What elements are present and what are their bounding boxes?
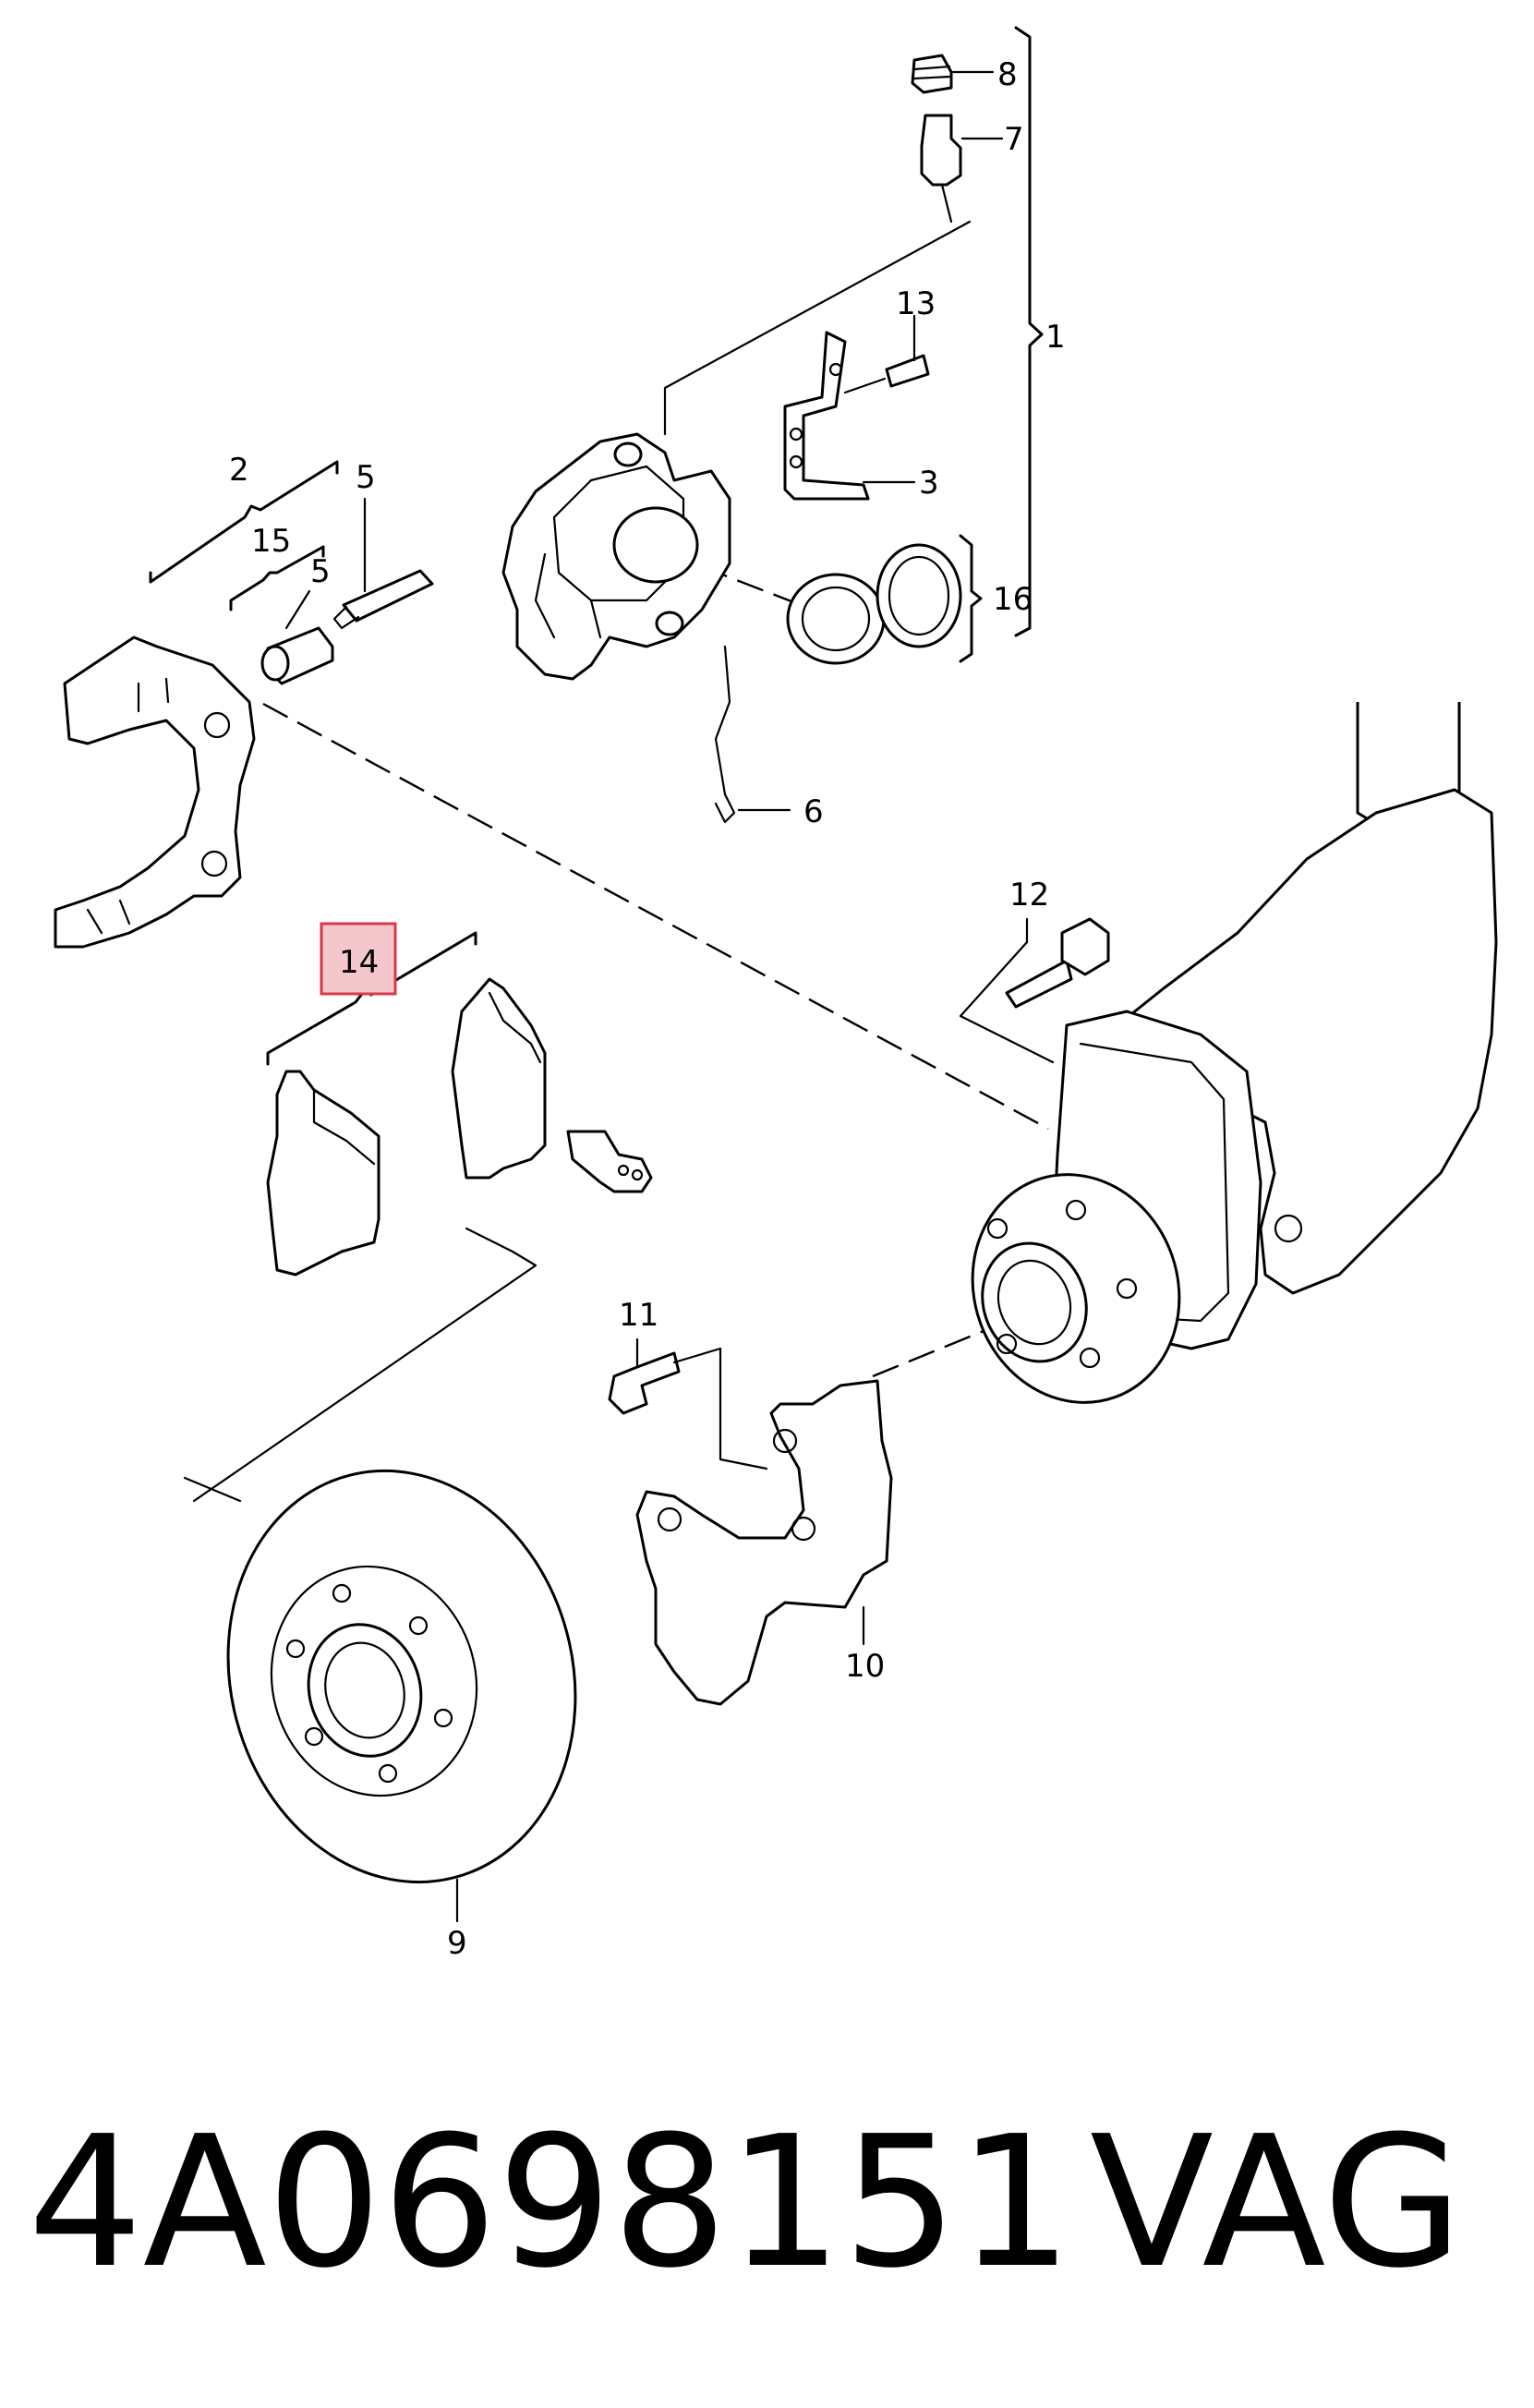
- mounting-bracket: [783, 331, 870, 501]
- bracket-15: [229, 545, 325, 611]
- leader-12: [959, 917, 1055, 1064]
- callout-1: 1: [1045, 319, 1066, 356]
- brand-name: VAG: [1090, 2098, 1464, 2308]
- bracket-16: [959, 534, 983, 663]
- caliper-housing: [501, 432, 731, 681]
- callout-14: 14: [339, 944, 379, 981]
- guide-sleeve: [260, 626, 334, 685]
- bleeder-valve: [920, 114, 962, 224]
- part-number: 4A0698151: [28, 2098, 1073, 2308]
- bleed-bolt-13: [843, 354, 930, 394]
- piston-seal-kit: [786, 543, 962, 665]
- callout-3: 3: [919, 465, 939, 502]
- callout-9: 9: [447, 1925, 467, 1962]
- shield-bolt-11: [608, 1351, 681, 1415]
- dashed-leader-carrier: [262, 702, 1049, 1131]
- knuckle-bolt-12: [1005, 917, 1110, 1009]
- brake-pad-inner: [266, 1070, 380, 1277]
- part-footer: 4A0698151 VAG: [28, 2097, 1505, 2309]
- leader-pads-disc: [192, 1227, 538, 1503]
- brake-disc: [226, 1469, 577, 1884]
- leader-caliper-bleeder: [663, 220, 972, 436]
- splash-shield: [635, 1379, 893, 1706]
- brake-assembly-diagram: 1 2 3 5 5 6 7 8 9 10 11 12 13 14 15 16: [54, 26, 1498, 1962]
- callout-16: 16: [993, 581, 1033, 618]
- callout-5b: 5: [356, 459, 376, 496]
- callout-8: 8: [997, 56, 1018, 93]
- callout-5a: 5: [310, 553, 331, 590]
- leader-11: [635, 1337, 768, 1470]
- wear-indicator-wire: [714, 645, 736, 824]
- callout-15: 15: [251, 523, 291, 560]
- callout-7: 7: [1004, 121, 1024, 158]
- callout-6: 6: [803, 793, 824, 830]
- callout-13: 13: [896, 285, 936, 322]
- wear-sensor: [566, 1130, 653, 1193]
- brake-carrier: [54, 635, 256, 949]
- brake-pad-outer: [451, 977, 547, 1180]
- bracket-1: [1014, 26, 1044, 637]
- leader-5a: [284, 589, 311, 630]
- callout-10: 10: [845, 1648, 885, 1685]
- callout-11: 11: [619, 1297, 658, 1334]
- bracket-2: [149, 460, 339, 584]
- callout-2: 2: [229, 452, 249, 489]
- wheel-hub: [971, 1173, 1181, 1404]
- highlight-box-14: [320, 922, 397, 996]
- guide-pin: [332, 569, 434, 630]
- leader-disc-pads: [183, 1476, 242, 1503]
- dust-cap: [911, 54, 953, 94]
- callout-12: 12: [1009, 877, 1049, 914]
